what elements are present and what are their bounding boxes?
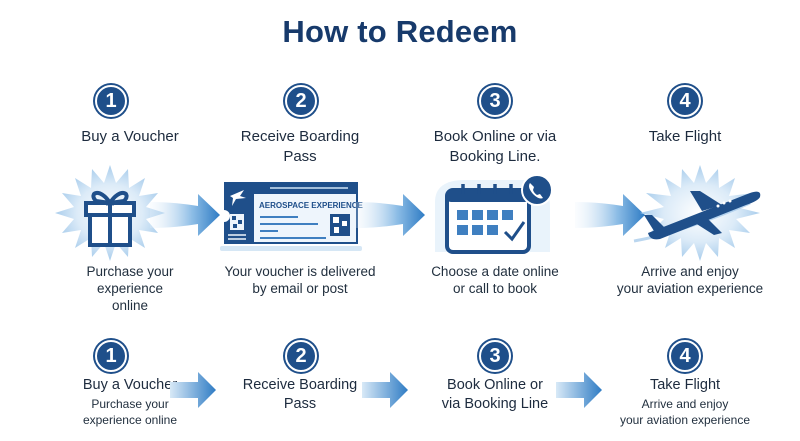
description-line: experience [96, 281, 164, 296]
title-line: Receive Boarding [242, 377, 358, 393]
step-number-badge-1: 1 [95, 85, 127, 117]
description-line: your aviation experience [619, 413, 751, 427]
step-title-receive-boarding-pass: Receive Boarding Pass [200, 127, 400, 167]
bottom-step-description-1: Purchase your experience online [30, 396, 230, 428]
description-line: online [111, 298, 149, 313]
step-title-take-flight: Take Flight [648, 128, 722, 145]
description-line: Your voucher is delivered [224, 264, 376, 279]
title-line: Pass [283, 148, 317, 165]
step-description-2: Your voucher is delivered by email or po… [195, 263, 405, 297]
bottom-step-title-2: Receive Boarding Pass [200, 376, 400, 414]
description-line: Arrive and enjoy [641, 264, 739, 279]
step-number-badge-4: 4 [669, 85, 701, 117]
step-description-1: Purchase your experience online [40, 263, 220, 314]
bottom-step-number-badge-4: 4 [669, 340, 701, 372]
gift-icon [50, 163, 170, 263]
description-line: experience online [82, 413, 178, 427]
bottom-flow-arrow-1 [170, 372, 218, 408]
ticket-label: AEROSPACE EXPERIENCE [259, 201, 364, 210]
title-line: Book Online or via [433, 128, 557, 145]
description-line: Purchase your [86, 264, 174, 279]
bottom-step-description-4: Arrive and enjoy your aviation experienc… [585, 396, 785, 428]
airplane-icon [630, 163, 770, 263]
description-line: Purchase your [91, 397, 169, 411]
bottom-step-title-1: Buy a Voucher [82, 377, 178, 393]
flow-arrow-2 [355, 192, 427, 238]
boarding-pass-icon: AEROSPACE EXPERIENCE [218, 180, 364, 252]
bottom-step-number-badge-3: 3 [479, 340, 511, 372]
bottom-step-title-4: Take Flight [649, 377, 721, 393]
step-description-3: Choose a date online or call to book [395, 263, 595, 297]
flow-arrow-3 [575, 192, 647, 238]
description-line: or call to book [452, 281, 538, 296]
step-number-badge-3: 3 [479, 85, 511, 117]
description-line: Choose a date online [431, 264, 559, 279]
title-line: Receive Boarding [240, 128, 360, 145]
title-line: Booking Line. [449, 148, 541, 165]
step-description-4: Arrive and enjoy your aviation experienc… [590, 263, 790, 297]
step-title-book-online: Book Online or via Booking Line. [390, 127, 600, 167]
bottom-flow-arrow-2 [362, 372, 410, 408]
title-line: Book Online or [447, 377, 543, 393]
page-title: How to Redeem [282, 14, 518, 49]
step-number-badge-2: 2 [285, 85, 317, 117]
calendar-phone-icon [425, 172, 555, 262]
bottom-step-number-badge-2: 2 [285, 340, 317, 372]
flow-arrow-1 [150, 192, 222, 238]
description-line: Arrive and enjoy [641, 397, 729, 411]
bottom-step-title-3: Book Online or via Booking Line [395, 376, 595, 414]
title-line: via Booking Line [441, 396, 549, 412]
description-line: by email or post [252, 281, 348, 296]
description-line: your aviation experience [616, 281, 764, 296]
step-title-buy-voucher: Buy a Voucher [81, 128, 179, 145]
bottom-step-number-badge-1: 1 [95, 340, 127, 372]
bottom-flow-arrow-3 [556, 372, 604, 408]
title-line: Pass [283, 396, 317, 412]
